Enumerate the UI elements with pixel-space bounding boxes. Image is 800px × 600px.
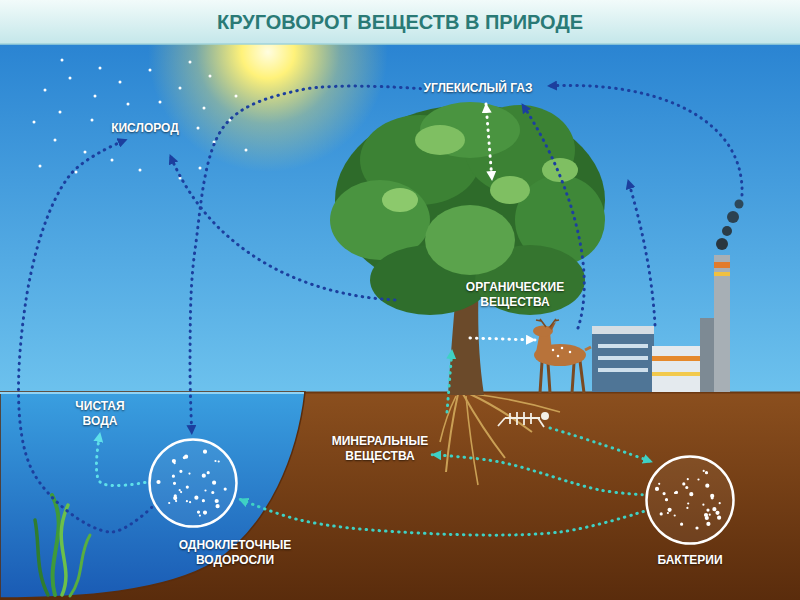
sky (0, 44, 800, 400)
band-edge (0, 43, 800, 45)
cell-circle (647, 457, 734, 544)
flow-arrow (486, 104, 492, 180)
cell-circle (150, 440, 237, 527)
cycle-arrow (190, 86, 420, 434)
pond-water (0, 392, 305, 598)
tree-canopy (425, 205, 515, 275)
cycle-arrow (96, 433, 145, 486)
flow-arrow (470, 338, 535, 340)
bacteria-circle: БАКТЕРИИ (645, 455, 735, 545)
cell-circle-outline (148, 438, 238, 528)
flow-arrow (447, 350, 452, 412)
factory-window (598, 368, 648, 372)
factory-window (598, 344, 648, 348)
tree-root (470, 394, 532, 432)
cycle-arrow (432, 455, 642, 495)
water-label: ЧИСТАЯ ВОДА (75, 399, 124, 429)
seaweed (52, 495, 59, 595)
seaweed (35, 520, 48, 595)
deer-spots (553, 348, 570, 356)
oxygen-dots (34, 60, 246, 178)
factory-building (592, 332, 654, 392)
microorganism-dots (156, 450, 226, 517)
gas-label: КИСЛОРОД (111, 121, 179, 136)
seaweed (70, 535, 90, 596)
leaf-highlight (490, 176, 530, 204)
organism-label: ОДНОКЛЕТОЧНЫЕ ВОДОРОСЛИ (179, 538, 292, 568)
circle-caption: ОДНОКЛЕТОЧНЫЕ ВОДОРОСЛИ (179, 538, 292, 568)
flow-arrow (550, 428, 652, 462)
cycle-arrow (18, 140, 151, 533)
gas-node: УГЛЕКИСЛЫЙ ГАЗ (423, 81, 532, 96)
flow-arrow (628, 180, 655, 325)
deer-tail (585, 347, 591, 350)
circle-caption: БАКТЕРИИ (657, 553, 722, 568)
substance-label: ОРГАНИЧЕСКИЕ ВЕЩЕСТВА (466, 280, 564, 310)
chimney-band (714, 272, 730, 276)
microorganism-dots (655, 470, 721, 530)
soil (0, 392, 800, 600)
substance-node: ОРГАНИЧЕСКИЕ ВЕЩЕСТВА (466, 280, 564, 310)
algae-circle: ОДНОКЛЕТОЧНЫЕ ВОДОРОСЛИ (148, 438, 238, 528)
leaf-highlight (415, 125, 465, 155)
water-surface (0, 392, 304, 394)
smoke (735, 200, 744, 209)
smoke (722, 226, 732, 236)
flow-arrow (522, 104, 584, 328)
factory-roof (592, 326, 654, 334)
chimney-band (714, 262, 730, 268)
factory-stripe (652, 372, 708, 376)
tree-root (466, 396, 478, 485)
leaf-highlight (382, 188, 418, 212)
factory-tower (700, 318, 714, 392)
flow-arrow (548, 85, 742, 195)
factory-building (652, 346, 708, 392)
substance-label: МИНЕРАЛЬНЫЕ ВЕЩЕСТВА (332, 434, 429, 464)
title-band (0, 0, 800, 44)
factory-window (598, 356, 648, 360)
leaf-highlight (542, 158, 578, 182)
tree-root (474, 394, 560, 412)
factory-chimney (714, 255, 730, 392)
seaweed (61, 505, 68, 595)
factory-stripe (652, 356, 708, 361)
gas-node: КИСЛОРОД (111, 121, 179, 136)
diagram-title: КРУГОВОРОТ ВЕЩЕСТВ В ПРИРОДЕ (217, 11, 583, 34)
flow-arrow (170, 155, 395, 300)
cycle-arrow (239, 499, 643, 535)
smoke (716, 238, 728, 250)
water-node: ЧИСТАЯ ВОДА (75, 399, 124, 429)
gas-label: УГЛЕКИСЛЫЙ ГАЗ (423, 81, 532, 96)
smoke (727, 211, 739, 223)
cell-circle-outline (645, 455, 735, 545)
tree-root (440, 396, 456, 442)
animal-skeleton (498, 412, 544, 427)
substance-node: МИНЕРАЛЬНЫЕ ВЕЩЕСТВА (332, 434, 429, 464)
organism-label: БАКТЕРИИ (657, 553, 722, 568)
deer-antlers (536, 319, 559, 327)
title-holder: КРУГОВОРОТ ВЕЩЕСТВ В ПРИРОДЕ (0, 0, 800, 44)
animal-skull (541, 412, 549, 420)
